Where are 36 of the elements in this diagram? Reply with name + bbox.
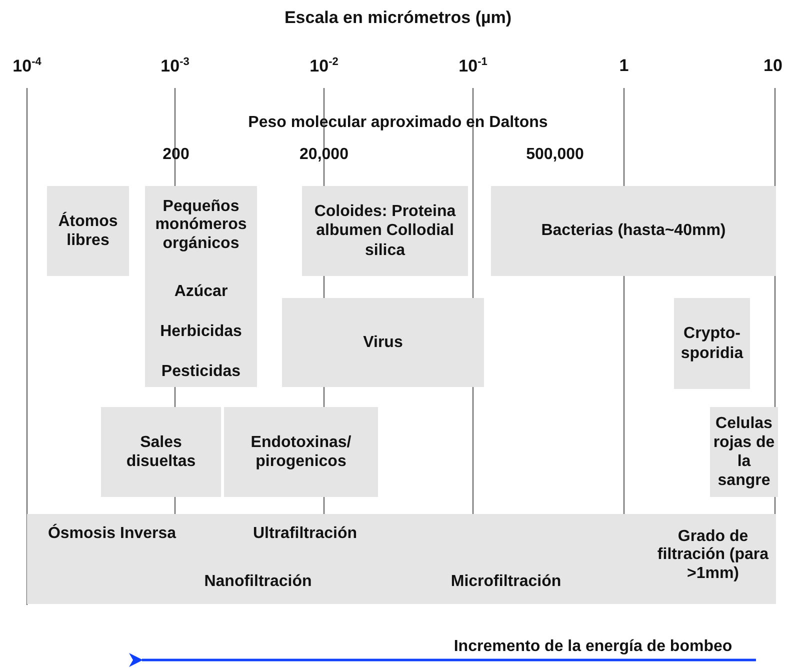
item-label: Átomos libres [57,212,119,250]
process-label: Nanofiltración [204,573,312,592]
tick-label: 1 [619,56,629,76]
item-label: Pequeños monómeros orgánicos [154,198,248,254]
tick-label: 10$^{-3}$ [160,56,190,77]
size-range-box [145,186,257,387]
item-label: Virus [362,332,404,352]
weight-label: 500,000 [526,146,584,164]
item-label: Azúcar [174,283,228,302]
size-range-box [282,298,484,387]
item-label: Celulas rojas de la sangre [712,414,776,490]
process-label: Grado de filtración (para >1mm) [656,528,770,584]
size-range-box [101,407,221,497]
size-range-box [302,186,468,276]
tick-label: 10$^{-4}$ [12,56,42,77]
arrow-label: Incremento de la energía de bombeo [454,638,732,656]
process-label: Microfiltración [450,573,562,592]
item-label: Sales disueltas [125,432,197,472]
size-range-box [674,298,750,389]
item-label: Bacterias (hasta~40mm) [540,221,727,241]
axis-title: Escala en micrómetros (µm) [284,8,512,28]
item-label: Endotoxinas/ pirogenicos [250,432,352,472]
item-label: Crypto- sporidia [680,324,744,363]
size-range-box [47,186,129,276]
tick-label: 10$^{-2}$ [310,56,338,77]
tick-label: 10$^{-1}$ [458,56,488,77]
process-label: Ósmosis Inversa [48,525,176,544]
item-label: Coloides: Proteina albumen Collodial silica [313,202,457,260]
tick-label: 10 [764,56,782,76]
process-band [27,514,776,604]
size-range-box [224,407,378,497]
size-range-box [491,186,776,276]
size-range-box [710,407,778,497]
item-label: Pesticidas [161,363,241,382]
process-label: Ultrafiltración [253,525,357,544]
item-label: Herbicidas [160,323,242,342]
